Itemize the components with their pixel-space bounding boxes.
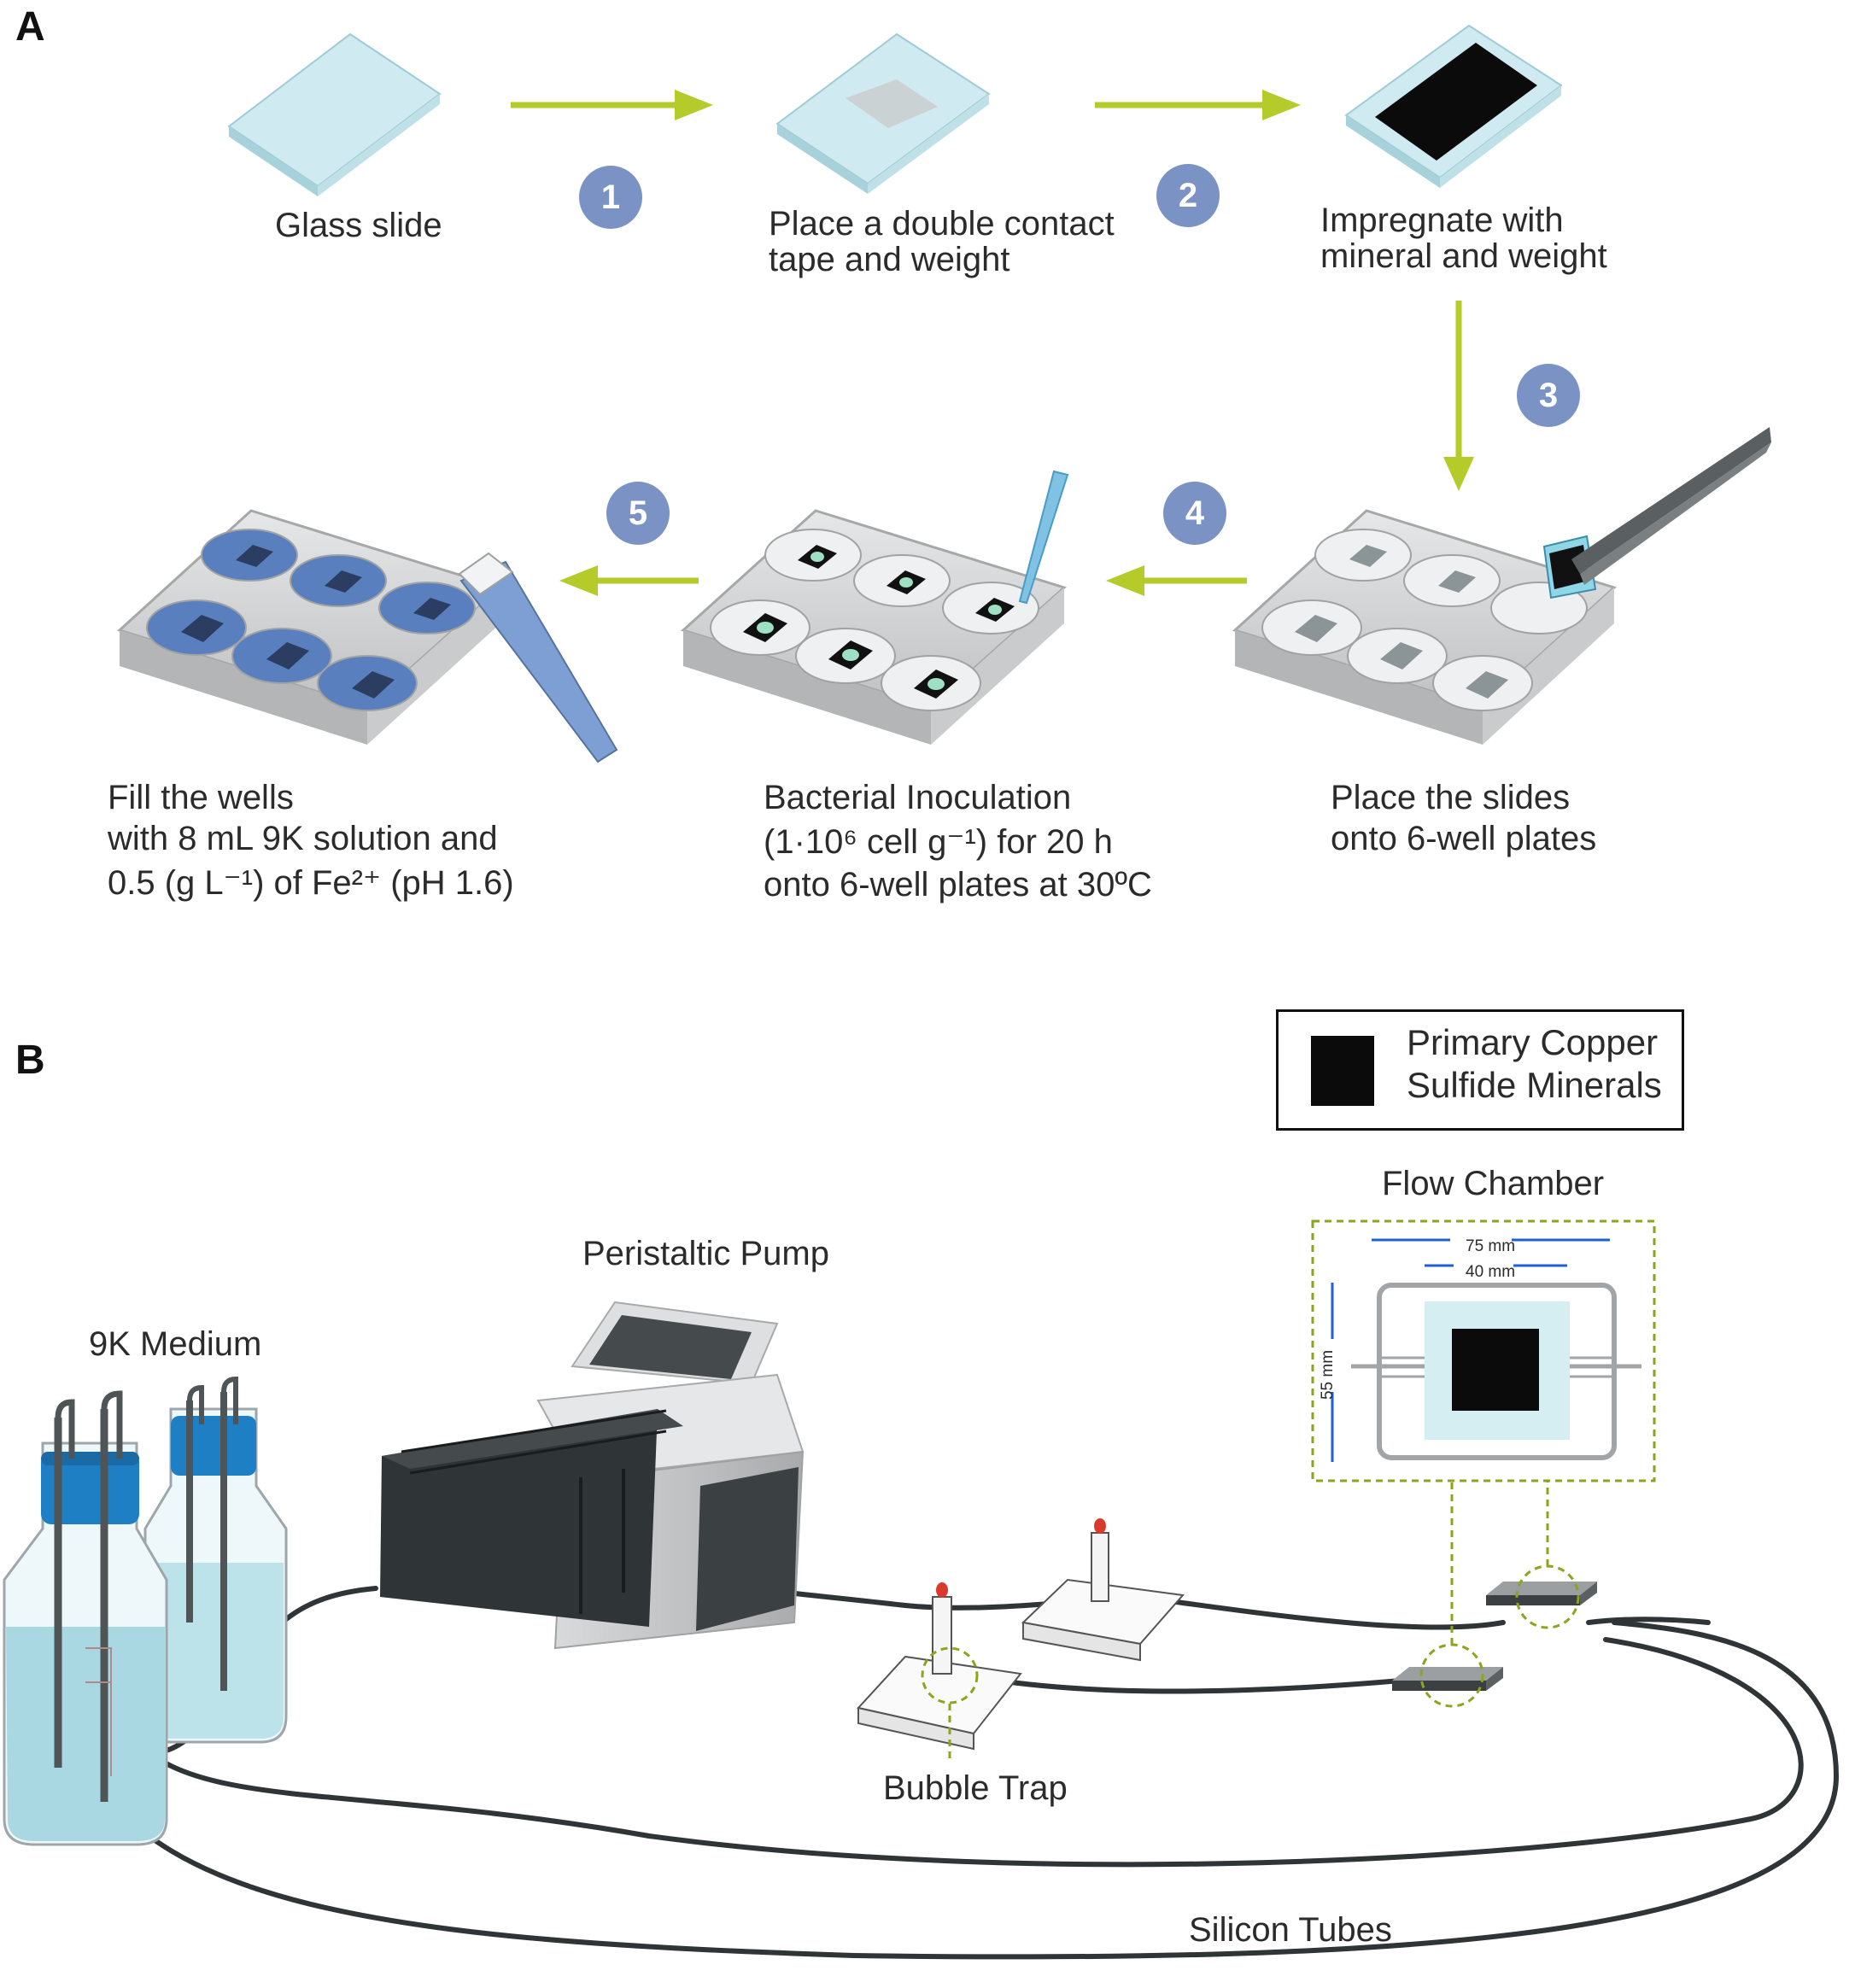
caption-impregnate-2: mineral and weight — [1320, 237, 1607, 275]
dimension-40mm: 40 mm — [1466, 1263, 1516, 1281]
peristaltic-pump-label: Peristaltic Pump — [582, 1235, 829, 1272]
bubble-trap-illustration — [857, 1518, 1185, 1759]
pouring-tube-illustration — [458, 552, 618, 763]
caption-impregnate-1: Impregnate with — [1320, 202, 1564, 239]
step-2-badge: 2 — [1156, 164, 1220, 227]
arrow-step-4 — [1106, 565, 1247, 596]
arrow-step-2 — [1095, 90, 1301, 120]
caption-inoculation-3: onto 6-well plates at 30ºC — [764, 866, 1152, 903]
caption-tape-2: tape and weight — [769, 241, 1010, 278]
arrow-step-3 — [1443, 301, 1474, 491]
peristaltic-pump-illustration — [380, 1301, 805, 1650]
step-5-badge: 5 — [606, 482, 670, 545]
caption-inoculation-2: (1·10⁶ cell g⁻¹) for 20 h — [764, 823, 1113, 861]
step-3-badge: 3 — [1517, 364, 1580, 427]
dimension-75mm: 75 mm — [1466, 1237, 1516, 1255]
caption-glass-slide: Glass slide — [275, 207, 442, 244]
caption-fill-3: 0.5 (g L⁻¹) of Fe²⁺ (pH 1.6) — [108, 864, 514, 902]
pipette-tip-illustration — [1018, 470, 1069, 605]
flow-chamber-schematic — [1311, 1219, 1656, 1482]
tweezers-illustration — [1542, 427, 1771, 599]
medium-bottles — [3, 1376, 288, 1846]
silicon-tubes-label: Silicon Tubes — [1189, 1911, 1392, 1949]
caption-fill-2: with 8 mL 9K solution and — [108, 820, 498, 857]
arrow-step-5 — [559, 565, 699, 596]
legend-label-2: Sulfide Minerals — [1407, 1065, 1662, 1105]
caption-place-2: onto 6-well plates — [1331, 820, 1597, 857]
panel-a-label: A — [15, 4, 45, 50]
caption-tape-1: Place a double contact — [769, 205, 1115, 243]
legend-mineral-swatch — [1311, 1036, 1374, 1106]
caption-fill-1: Fill the wells — [108, 779, 294, 816]
arrow-step-1 — [511, 90, 713, 120]
dimension-55mm: 55 mm — [1319, 1349, 1337, 1400]
glass-slide-illustration — [227, 32, 442, 196]
flow-chamber-units — [1392, 1482, 1597, 1708]
flow-chamber-label: Flow Chamber — [1382, 1165, 1605, 1202]
six-well-plate-inoculation — [681, 509, 1067, 745]
caption-inoculation-1: Bacterial Inoculation — [764, 779, 1072, 816]
step-4-badge: 4 — [1163, 482, 1226, 545]
medium-label: 9K Medium — [89, 1325, 262, 1363]
step-1-badge: 1 — [579, 166, 642, 229]
mineral-slide-illustration — [1344, 24, 1563, 188]
panel-b-label: B — [15, 1038, 45, 1083]
bubble-trap-label: Bubble Trap — [883, 1769, 1068, 1807]
caption-place-1: Place the slides — [1331, 779, 1571, 816]
legend: Primary Copper Sulfide Minerals — [1276, 1009, 1684, 1131]
taped-slide-illustration — [775, 32, 991, 194]
legend-label-1: Primary Copper — [1407, 1022, 1659, 1062]
six-well-plate-filled — [117, 509, 503, 745]
